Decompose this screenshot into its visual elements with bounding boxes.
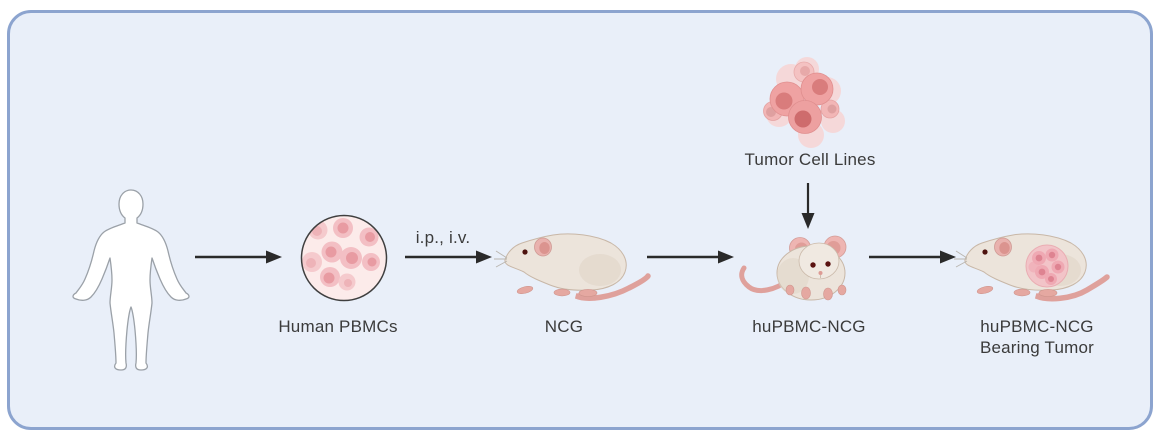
arrow-down-icon bbox=[800, 182, 816, 230]
hupbmc-ncg-label: huPBMC-NCG bbox=[752, 317, 866, 336]
diagram-panel bbox=[7, 10, 1153, 430]
tumor-bearing-label-line1: huPBMC-NCG bbox=[980, 317, 1094, 336]
tumor-cell-lines-label: Tumor Cell Lines bbox=[744, 150, 876, 169]
pbmc-cells-icon bbox=[298, 212, 390, 304]
tumor-bearing-mouse-icon bbox=[952, 227, 1112, 309]
tumor-bearing-label-line2: Bearing Tumor bbox=[979, 338, 1095, 357]
hupbmc-ncg-mouse-icon bbox=[738, 232, 862, 304]
arrow-right-icon bbox=[646, 249, 734, 265]
arrow-right-icon bbox=[868, 249, 956, 265]
ncg-mouse-icon bbox=[492, 227, 652, 307]
tumor-bearing-label: huPBMC-NCG Bearing Tumor bbox=[980, 316, 1094, 358]
injection-route-label: i.p., i.v. bbox=[415, 228, 471, 247]
tumor-cells-icon bbox=[759, 57, 855, 151]
ncg-label: NCG bbox=[544, 317, 584, 336]
arrow-right-icon bbox=[194, 249, 282, 265]
human-figure-icon bbox=[72, 189, 190, 375]
human-pbmcs-label: Human PBMCs bbox=[278, 317, 398, 336]
arrow-right-icon bbox=[404, 249, 492, 265]
